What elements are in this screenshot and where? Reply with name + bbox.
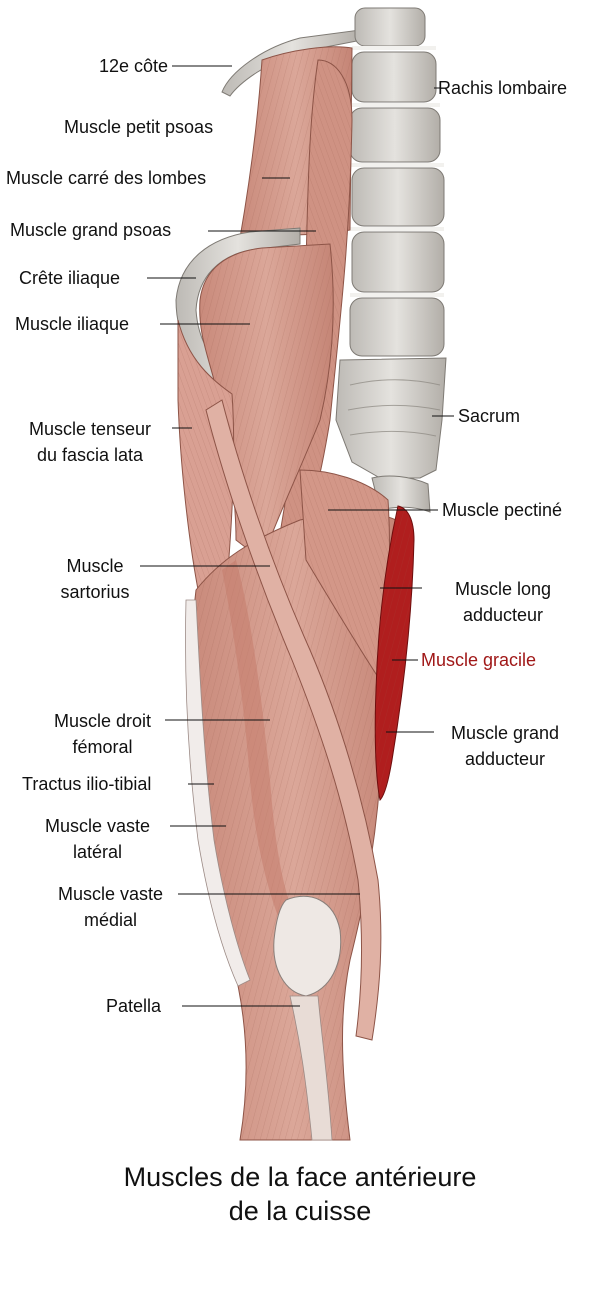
label-adductor-magnus: Muscle grand adducteur (432, 720, 578, 772)
label-pectineus: Muscle pectiné (442, 500, 563, 520)
label-tensor-line2: du fascia lata (36, 445, 144, 465)
leader-lines (140, 65, 454, 1007)
label-vastus-lateralis: Muscle vaste latéral (25, 813, 170, 865)
caption-line1: Muscles de la face antérieure (123, 1162, 477, 1192)
label-adlong-line1: Muscle long (454, 579, 552, 599)
label-quadratus-lumborum: Muscle carré des lombes (6, 168, 207, 188)
label-gracilis: Muscle gracile (421, 650, 537, 670)
label-sartorius-line1: Muscle (66, 556, 124, 576)
rectus-femoris (222, 560, 300, 936)
label-rectus-line2: fémoral (72, 737, 133, 757)
label-tensor-fascia-lata: Muscle tenseur du fascia lata (10, 416, 170, 468)
label-rectus-femoris: Muscle droit fémoral (30, 708, 175, 760)
label-vlat-line1: Muscle vaste (44, 816, 151, 836)
sacrum (335, 357, 447, 479)
label-rectus-line1: Muscle droit (53, 711, 152, 731)
label-12th-rib: 12e côte (98, 56, 168, 76)
label-sartorius-line2: sartorius (60, 582, 130, 602)
patella (273, 895, 342, 997)
iliotibial-tract (185, 599, 251, 987)
label-psoas-minor: Muscle petit psoas (64, 117, 214, 137)
caption-line2: de la cuisse (228, 1196, 372, 1226)
label-iliacus: Muscle iliaque (15, 314, 130, 334)
label-iliac-crest: Crête iliaque (19, 268, 121, 288)
label-adductor-longus: Muscle long adducteur (418, 576, 588, 628)
label-admag-line2: adducteur (464, 749, 546, 769)
label-adlong-line2: adducteur (462, 605, 544, 625)
label-patella: Patella (106, 996, 162, 1016)
label-tensor-line1: Muscle tenseur (28, 419, 152, 439)
figure-caption: Muscles de la face antérieure de la cuis… (0, 1160, 600, 1228)
label-vmed-line1: Muscle vaste (57, 884, 164, 904)
label-lumbar-spine: Rachis lombaire (438, 78, 568, 98)
lumbar-spine (349, 7, 445, 357)
label-admag-line1: Muscle grand (450, 723, 560, 743)
patellar-tendon (289, 995, 333, 1141)
thigh-illustration (140, 7, 454, 1141)
label-vmed-line2: médial (83, 910, 138, 930)
label-psoas-major: Muscle grand psoas (10, 220, 172, 240)
label-sacrum: Sacrum (458, 406, 521, 426)
sartorius (205, 399, 382, 1041)
label-vlat-line2: latéral (72, 842, 123, 862)
label-iliotibial-tract: Tractus ilio-tibial (22, 774, 152, 794)
label-sartorius: Muscle sartorius (40, 553, 150, 605)
label-vastus-medialis: Muscle vaste médial (38, 881, 183, 933)
